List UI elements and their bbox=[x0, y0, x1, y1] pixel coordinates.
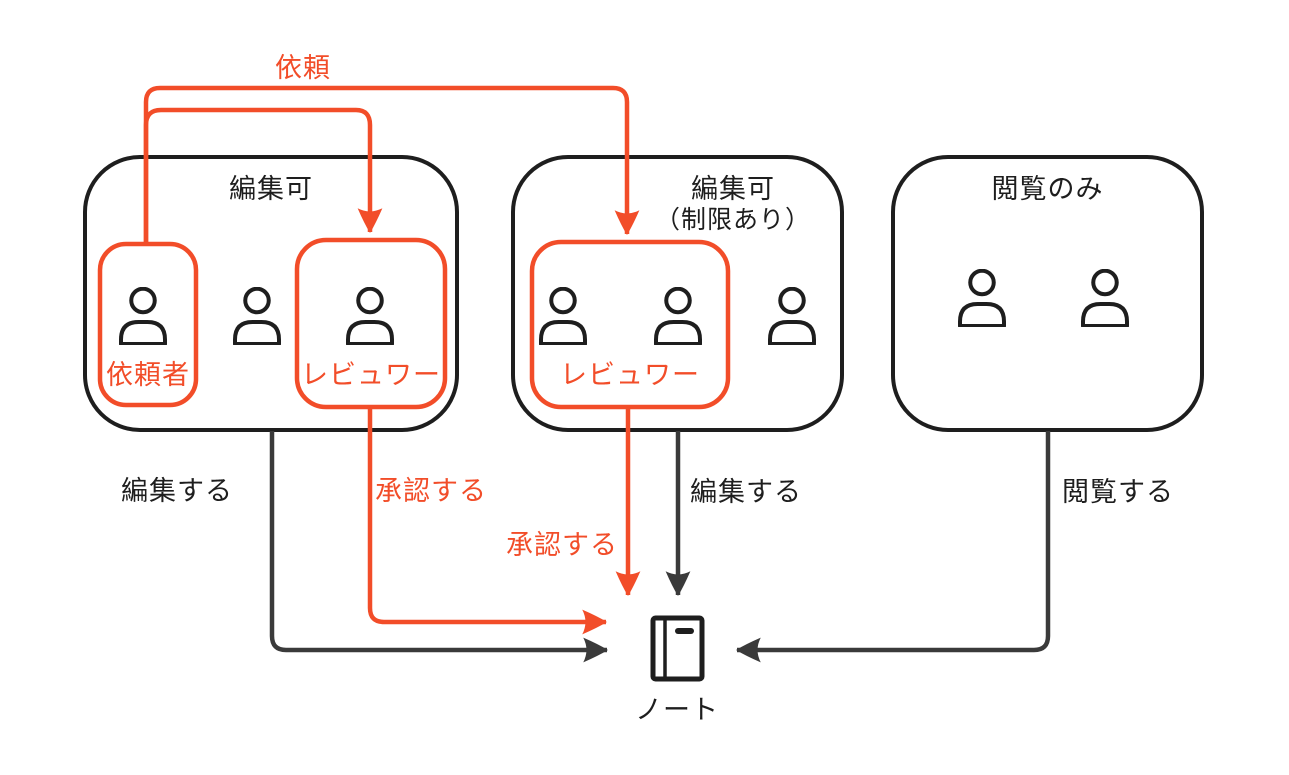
requester-highlight-box bbox=[97, 241, 199, 408]
person-icon bbox=[346, 287, 394, 345]
person-icon bbox=[233, 287, 281, 345]
group2-title-line2: （制限あり） bbox=[654, 205, 811, 234]
person-icon bbox=[654, 287, 702, 345]
group3-title: 閲覧のみ bbox=[991, 174, 1104, 204]
group2-title: 編集可 （制限あり） bbox=[633, 174, 833, 235]
request-arrow-to-reviewer2 bbox=[143, 85, 640, 243]
reviewer2-highlight-box bbox=[529, 239, 731, 410]
group2-title-line1: 編集可 bbox=[691, 174, 775, 204]
approve-arrow-reviewer1 bbox=[367, 409, 607, 635]
edit-arrow-group1 bbox=[269, 431, 608, 663]
person-icon bbox=[119, 287, 167, 345]
group1-title: 編集可 bbox=[229, 174, 313, 204]
edit-arrow-group2-label: 編集する bbox=[690, 477, 802, 507]
notebook-icon bbox=[650, 615, 705, 682]
person-icon bbox=[539, 287, 587, 345]
person-icon bbox=[768, 287, 816, 345]
role-reviewer2-label: レビュワー bbox=[560, 360, 700, 390]
reviewer1-highlight-box bbox=[294, 237, 448, 410]
person-icon bbox=[958, 269, 1006, 327]
edit-arrow-group1-label: 編集する bbox=[121, 476, 233, 506]
role-reviewer1-label: レビュワー bbox=[301, 360, 441, 390]
group2-box-editable-restricted bbox=[511, 155, 844, 432]
group3-box-view-only bbox=[891, 155, 1204, 432]
group1-box-editable bbox=[83, 155, 459, 432]
note-label: ノート bbox=[635, 695, 719, 725]
person-icon bbox=[1081, 269, 1129, 327]
role-requester-label: 依頼者 bbox=[106, 360, 190, 390]
request-arrow-label: 依頼 bbox=[275, 53, 331, 83]
view-arrow-group3 bbox=[736, 431, 1051, 663]
view-arrow-group3-label: 閲覧する bbox=[1062, 477, 1174, 507]
approve-arrow-reviewer1-label: 承認する bbox=[375, 476, 487, 506]
approve-arrow-reviewer2-label: 承認する bbox=[506, 530, 618, 560]
request-arrow-to-reviewer1 bbox=[143, 107, 383, 243]
